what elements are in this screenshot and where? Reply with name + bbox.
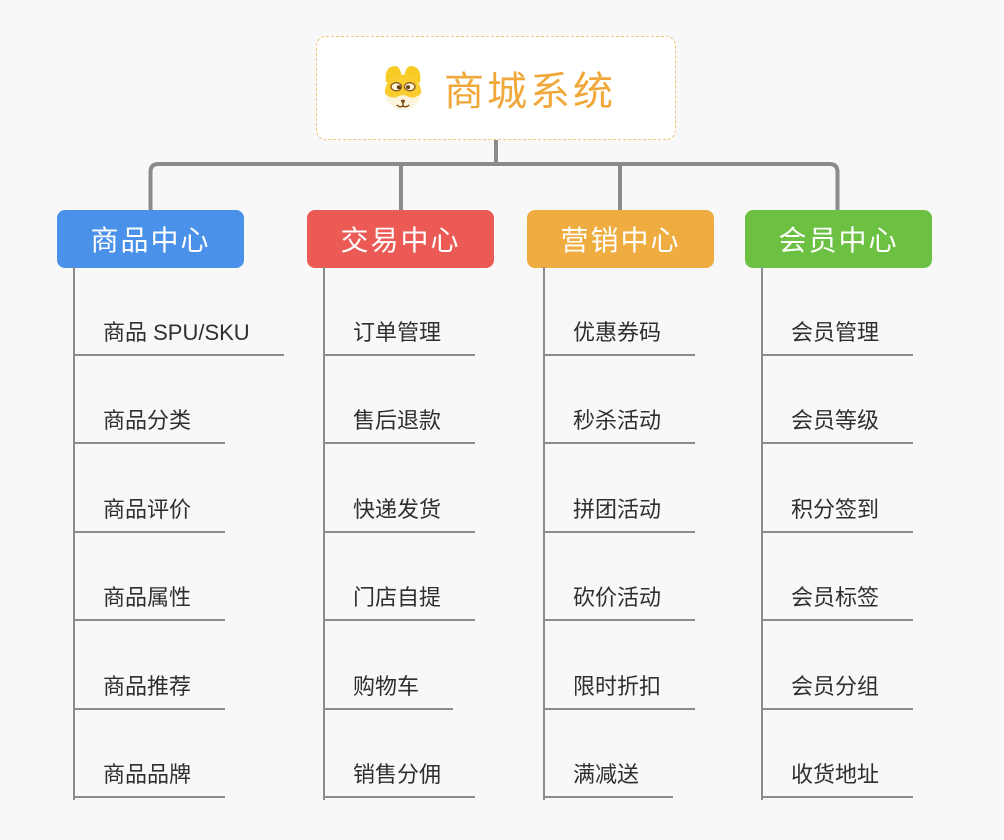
child-node[interactable]: 门店自提	[323, 575, 476, 621]
child-node[interactable]: 商品 SPU/SKU	[73, 310, 284, 356]
child-node[interactable]: 砍价活动	[543, 575, 696, 621]
child-node[interactable]: 拼团活动	[543, 487, 696, 533]
child-node[interactable]: 商品评价	[73, 487, 226, 533]
branch-node-member-center[interactable]: 会员中心	[745, 210, 932, 268]
child-node[interactable]: 商品属性	[73, 575, 226, 621]
branch-node-trade-center[interactable]: 交易中心	[307, 210, 494, 268]
child-node[interactable]: 商品推荐	[73, 664, 226, 710]
branch-node-product-center[interactable]: 商品中心	[57, 210, 244, 268]
child-node[interactable]: 满减送	[543, 752, 674, 798]
child-node[interactable]: 会员管理	[761, 310, 914, 356]
child-node[interactable]: 会员标签	[761, 575, 914, 621]
branch-line-product-center	[73, 267, 75, 800]
branch-line-member-center	[761, 267, 763, 800]
child-node[interactable]: 订单管理	[323, 310, 476, 356]
child-node[interactable]: 积分签到	[761, 487, 914, 533]
child-node[interactable]: 会员分组	[761, 664, 914, 710]
child-node[interactable]: 会员等级	[761, 398, 914, 444]
child-node[interactable]: 优惠券码	[543, 310, 696, 356]
child-node[interactable]: 商品品牌	[73, 752, 226, 798]
root-node[interactable]: 商城系统	[316, 36, 676, 140]
branch-line-trade-center	[323, 267, 325, 800]
child-node[interactable]: 购物车	[323, 664, 454, 710]
branch-node-marketing-center[interactable]: 营销中心	[527, 210, 714, 268]
child-node[interactable]: 限时折扣	[543, 664, 696, 710]
child-node[interactable]: 商品分类	[73, 398, 226, 444]
child-node[interactable]: 售后退款	[323, 398, 476, 444]
child-node[interactable]: 秒杀活动	[543, 398, 696, 444]
root-title: 商城系统	[444, 70, 616, 114]
branch-line-marketing-center	[543, 267, 545, 800]
dog-icon	[376, 63, 430, 113]
child-node[interactable]: 销售分佣	[323, 752, 476, 798]
child-node[interactable]: 快递发货	[323, 487, 476, 533]
child-node[interactable]: 收货地址	[761, 752, 914, 798]
